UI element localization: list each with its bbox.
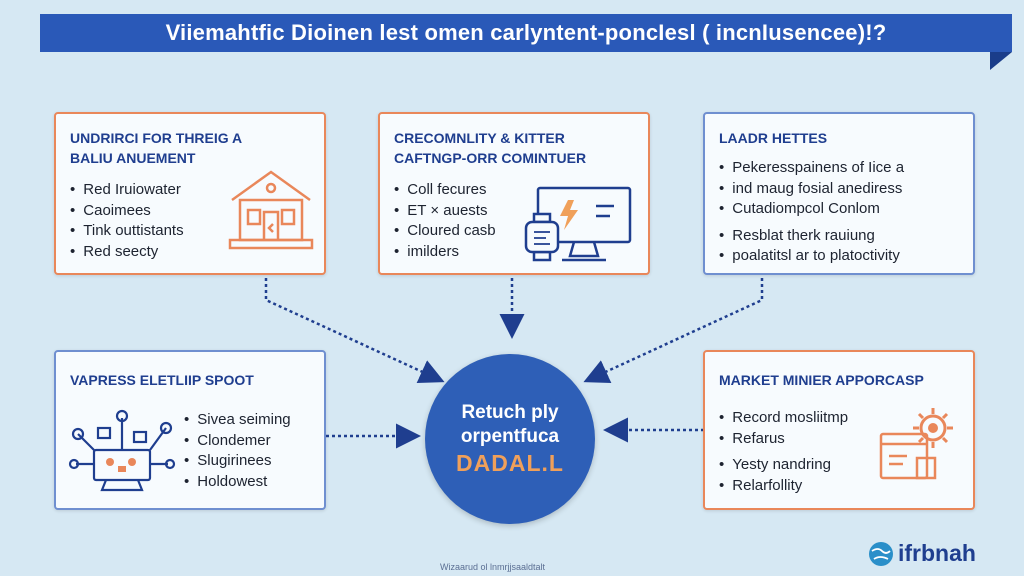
card-title: VAPRESS ELETLIIP SPOOT — [70, 372, 254, 388]
list-item: Holdowest — [184, 472, 291, 493]
browser-icon — [879, 432, 937, 480]
list-item: Slugirinees — [184, 451, 291, 472]
list-item: Pekeresspainens of Iice a — [719, 158, 904, 179]
arrow-top-left — [264, 278, 445, 384]
footer-caption: Wizaarud ol lnmrjjsaaldtalt — [440, 562, 546, 572]
list-item: Record mosliitmp — [719, 408, 848, 429]
house-icon — [228, 170, 314, 250]
list-item: Red Iruiowater — [70, 180, 184, 201]
card-list: Sivea seiming Clondemer Slugirinees Hold… — [184, 410, 291, 493]
gear-icon — [913, 408, 953, 448]
list-item: Cloured casb — [394, 221, 495, 242]
list-item: Red seecty — [70, 242, 184, 263]
network-icon — [68, 409, 176, 492]
list-item: Caoimees — [70, 201, 184, 222]
watch-icon — [524, 212, 560, 262]
list-item: Sivea seiming — [184, 410, 290, 431]
card-list: Red Iruiowater Caoimees Tink outtistants… — [70, 180, 184, 263]
list-item: Yesty nandring — [719, 455, 848, 476]
arrow-top-right — [583, 278, 764, 384]
card-bottom-left: VAPRESS ELETLIIP SPOOT Sivea seiming Clo… — [54, 350, 326, 510]
logo-text: ifrbnah — [898, 540, 976, 566]
list-item: poalatitsl ar to platoctivity — [719, 246, 904, 267]
card-title: UNDRIRCI FOR THREIG A BALIU ANUEMENT — [70, 130, 243, 166]
list-item: Relarfollity — [719, 476, 848, 497]
list-item: Tink outtistants — [70, 221, 183, 242]
card-list: Record mosliitmp Refarus Yesty nandring … — [719, 408, 848, 496]
card-bottom-right: MARKET MINIER APPORCASP Record mosliitmp… — [703, 350, 975, 510]
center-text-line2: orpentfuca — [460, 426, 560, 447]
list-item: Resblat therk rauiung — [719, 226, 904, 247]
list-item: Cutadiompcol Conlom — [719, 199, 904, 220]
page-title: Viiemahtfic Dioinen lest omen carlyntent… — [165, 20, 887, 45]
center-hub: Retuch ply orpentfuca DADAL.L — [425, 354, 595, 524]
list-item: Refarus — [719, 429, 848, 450]
list-item: Coll fecures — [394, 180, 496, 201]
list-item: Clondemer — [184, 431, 291, 452]
card-title: MARKET MINIER APPORCASP — [719, 372, 924, 388]
title-banner: Viiemahtfic Dioinen lest omen carlyntent… — [40, 14, 1012, 52]
list-item: ET × auests — [394, 201, 496, 222]
center-text-line1: Retuch ply — [461, 402, 559, 423]
card-top-left: UNDRIRCI FOR THREIG A BALIU ANUEMENT Red… — [54, 112, 326, 275]
card-title: LAADR HETTES — [719, 130, 828, 146]
brand-logo: ifrbnah — [868, 540, 976, 567]
card-list: Pekeresspainens of Iice a ind maug fosia… — [719, 158, 904, 267]
card-top-right: LAADR HETTES Pekeresspainens of Iice a i… — [703, 112, 975, 275]
banner-fold — [990, 52, 1012, 70]
list-item: ind maug fosial anediress — [719, 179, 904, 200]
card-title: CRECOMNLITY & KITTER CAFTNGP-ORR COMINTU… — [394, 130, 587, 166]
globe-icon — [869, 541, 893, 566]
card-top-middle: CRECOMNLITY & KITTER CAFTNGP-ORR COMINTU… — [378, 112, 650, 275]
list-item: imilders — [394, 242, 496, 263]
center-text-line3: DADAL.L — [456, 450, 564, 476]
card-list: Coll fecures ET × auests Cloured casb im… — [394, 180, 496, 263]
